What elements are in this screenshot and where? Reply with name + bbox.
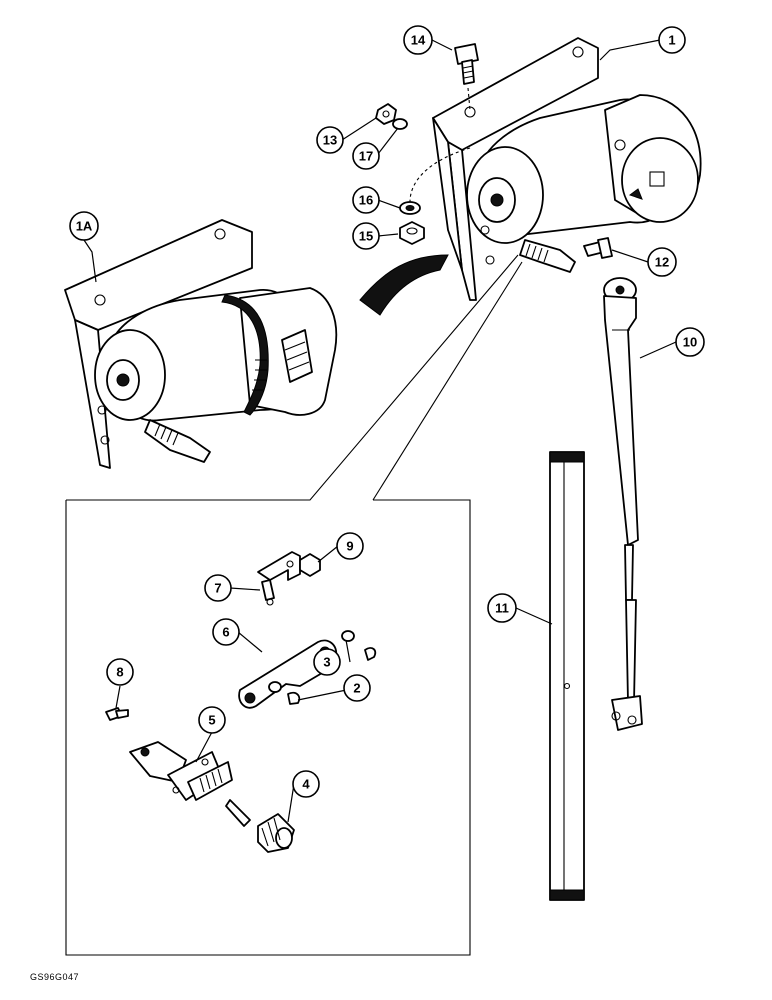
washers-3 (268, 630, 355, 693)
callout-3: 3 (313, 648, 341, 676)
switch-arm-7 (257, 551, 301, 606)
clips-2 (287, 647, 377, 705)
svg-text:17: 17 (359, 149, 373, 164)
leader-lines (83, 39, 677, 823)
callout-1: 1 (658, 26, 686, 54)
svg-text:3: 3 (323, 655, 330, 670)
svg-text:1: 1 (668, 33, 675, 48)
callout-12: 12 (647, 247, 677, 277)
callout-6: 6 (212, 618, 240, 646)
svg-text:2: 2 (353, 681, 360, 696)
callout-16: 16 (352, 186, 380, 214)
figure-reference: GS96G047 (30, 972, 80, 982)
callout-5: 5 (198, 706, 226, 734)
callout-11: 11 (487, 593, 517, 623)
callout-15: 15 (352, 222, 380, 250)
callout-1a: 1A (69, 211, 99, 241)
bolt-14 (454, 43, 479, 85)
switch-5 (129, 741, 251, 827)
svg-text:16: 16 (359, 193, 373, 208)
callout-4: 4 (292, 770, 320, 798)
svg-text:4: 4 (302, 777, 310, 792)
svg-text:9: 9 (346, 539, 353, 554)
callout-2: 2 (343, 674, 371, 702)
svg-text:12: 12 (655, 255, 669, 270)
lockwasher-17 (392, 118, 408, 130)
nut-9 (299, 553, 321, 577)
wiper-arm-10 (603, 277, 643, 731)
screw-12 (583, 237, 613, 259)
stud-guide (409, 147, 471, 203)
knob-4 (257, 813, 295, 853)
nut-15 (399, 221, 425, 245)
wiper-blade-11 (549, 451, 585, 901)
callout-13: 13 (316, 126, 344, 154)
callout-9: 9 (336, 532, 364, 560)
direction-arrow (359, 254, 449, 316)
svg-text:5: 5 (208, 713, 215, 728)
svg-text:11: 11 (495, 601, 509, 616)
svg-text:13: 13 (323, 133, 337, 148)
bolt-14-guide (467, 87, 471, 111)
svg-text:6: 6 (222, 625, 229, 640)
motor-assembly-1 (432, 37, 702, 301)
svg-text:1A: 1A (76, 219, 93, 234)
detail-inset (65, 254, 523, 956)
callout-10: 10 (675, 327, 705, 357)
svg-text:7: 7 (214, 581, 221, 596)
svg-text:8: 8 (116, 665, 123, 680)
screw-8 (105, 707, 129, 721)
callout-7: 7 (204, 574, 232, 602)
callout-14: 14 (403, 25, 433, 55)
callout-8: 8 (106, 658, 134, 686)
washer-16 (399, 201, 421, 215)
motor-assembly-1a (64, 219, 338, 469)
svg-text:10: 10 (683, 335, 697, 350)
callout-17: 17 (352, 142, 380, 170)
svg-text:15: 15 (359, 229, 373, 244)
nut-13 (375, 103, 397, 125)
svg-text:14: 14 (411, 33, 426, 48)
